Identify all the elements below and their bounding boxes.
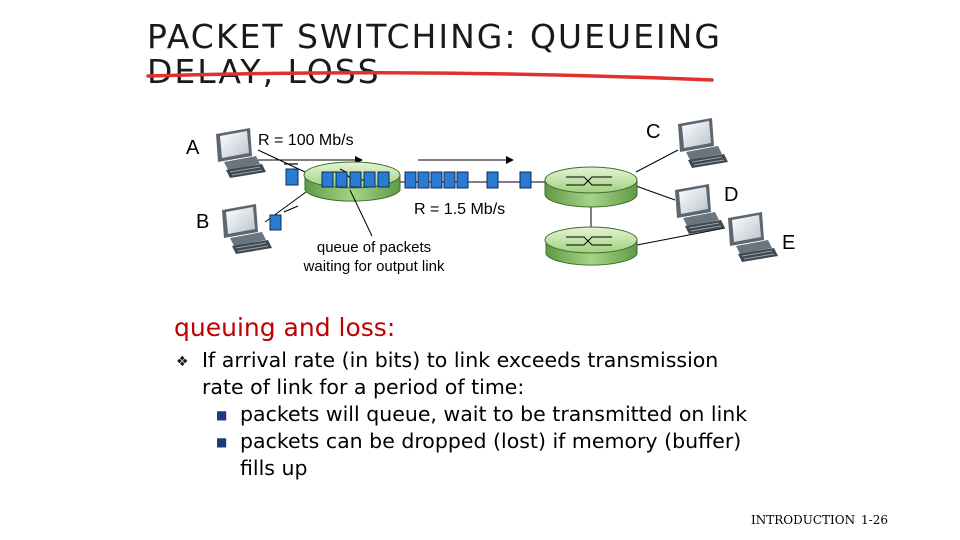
- packet-on-link: [404, 171, 417, 189]
- node-label-e: E: [782, 232, 796, 254]
- node-label-d: D: [724, 184, 739, 206]
- queue-label-line1: queue of packets: [316, 239, 432, 256]
- queue-pointer: [349, 189, 373, 237]
- sub-bullet2-line1: packets can be dropped (lost) if memory …: [240, 429, 742, 453]
- node-label-a: A: [186, 137, 200, 159]
- packet: [285, 168, 299, 186]
- link-router2-e: [636, 227, 726, 246]
- packet: [269, 214, 282, 231]
- title-underline: [146, 71, 714, 82]
- slide-title-line1: PACKET SWITCHING: QUEUEING: [147, 17, 722, 56]
- footer-section: INTRODUCTION: [751, 513, 856, 527]
- footer-page-number: 1-26: [861, 513, 888, 527]
- square-bullet-icon: ■: [216, 408, 228, 422]
- host-b-computer-icon: [221, 203, 273, 255]
- access-rate-label: R = 100 Mb/s: [258, 132, 354, 149]
- bullet1-line2: rate of link for a period of time:: [202, 375, 525, 399]
- sub-bullet-item: ■ packets will queue, wait to be transmi…: [176, 401, 836, 428]
- link-rate-label: R = 1.5 Mb/s: [414, 201, 506, 218]
- queued-packet: [321, 171, 334, 188]
- queued-packet: [377, 171, 390, 188]
- link-a-router: [257, 149, 306, 173]
- router-3: [544, 226, 638, 266]
- router-2: [544, 166, 638, 208]
- bullet-item: ❖ If arrival rate (in bits) to link exce…: [176, 347, 836, 401]
- arrow-link: [418, 156, 514, 164]
- queue-label-line2: waiting for output link: [303, 258, 445, 275]
- link-router-d: [635, 185, 676, 201]
- node-label-c: C: [646, 121, 661, 143]
- host-c-computer-icon: [677, 117, 729, 169]
- packet-on-link: [443, 171, 456, 189]
- queued-packet: [335, 171, 348, 188]
- square-bullet-icon: ■: [216, 435, 228, 449]
- packet-on-link: [519, 171, 532, 189]
- section-heading: queuing and loss:: [174, 313, 396, 342]
- network-diagram: [146, 71, 779, 266]
- host-d-computer-icon: [674, 183, 726, 235]
- queued-packet: [363, 171, 376, 188]
- sub-bullet2-line2: fills up: [240, 456, 308, 480]
- bullet1-line1: If arrival rate (in bits) to link exceed…: [202, 348, 719, 372]
- queued-packet: [349, 171, 362, 188]
- packet-on-link: [456, 171, 469, 189]
- sub-bullet-item: ■ packets can be dropped (lost) if memor…: [176, 428, 836, 482]
- sub-bullet1-text: packets will queue, wait to be transmitt…: [240, 402, 748, 426]
- packet-on-link: [430, 171, 443, 189]
- packet-on-link: [486, 171, 499, 189]
- host-e-computer-icon: [727, 211, 779, 263]
- node-label-b: B: [196, 211, 210, 233]
- packet-on-link: [417, 171, 430, 189]
- diamond-bullet-icon: ❖: [176, 354, 189, 370]
- queue-label: queue of packets waiting for output link: [284, 238, 464, 276]
- link-router-c: [635, 149, 679, 173]
- bullet-list: ❖ If arrival rate (in bits) to link exce…: [176, 347, 836, 482]
